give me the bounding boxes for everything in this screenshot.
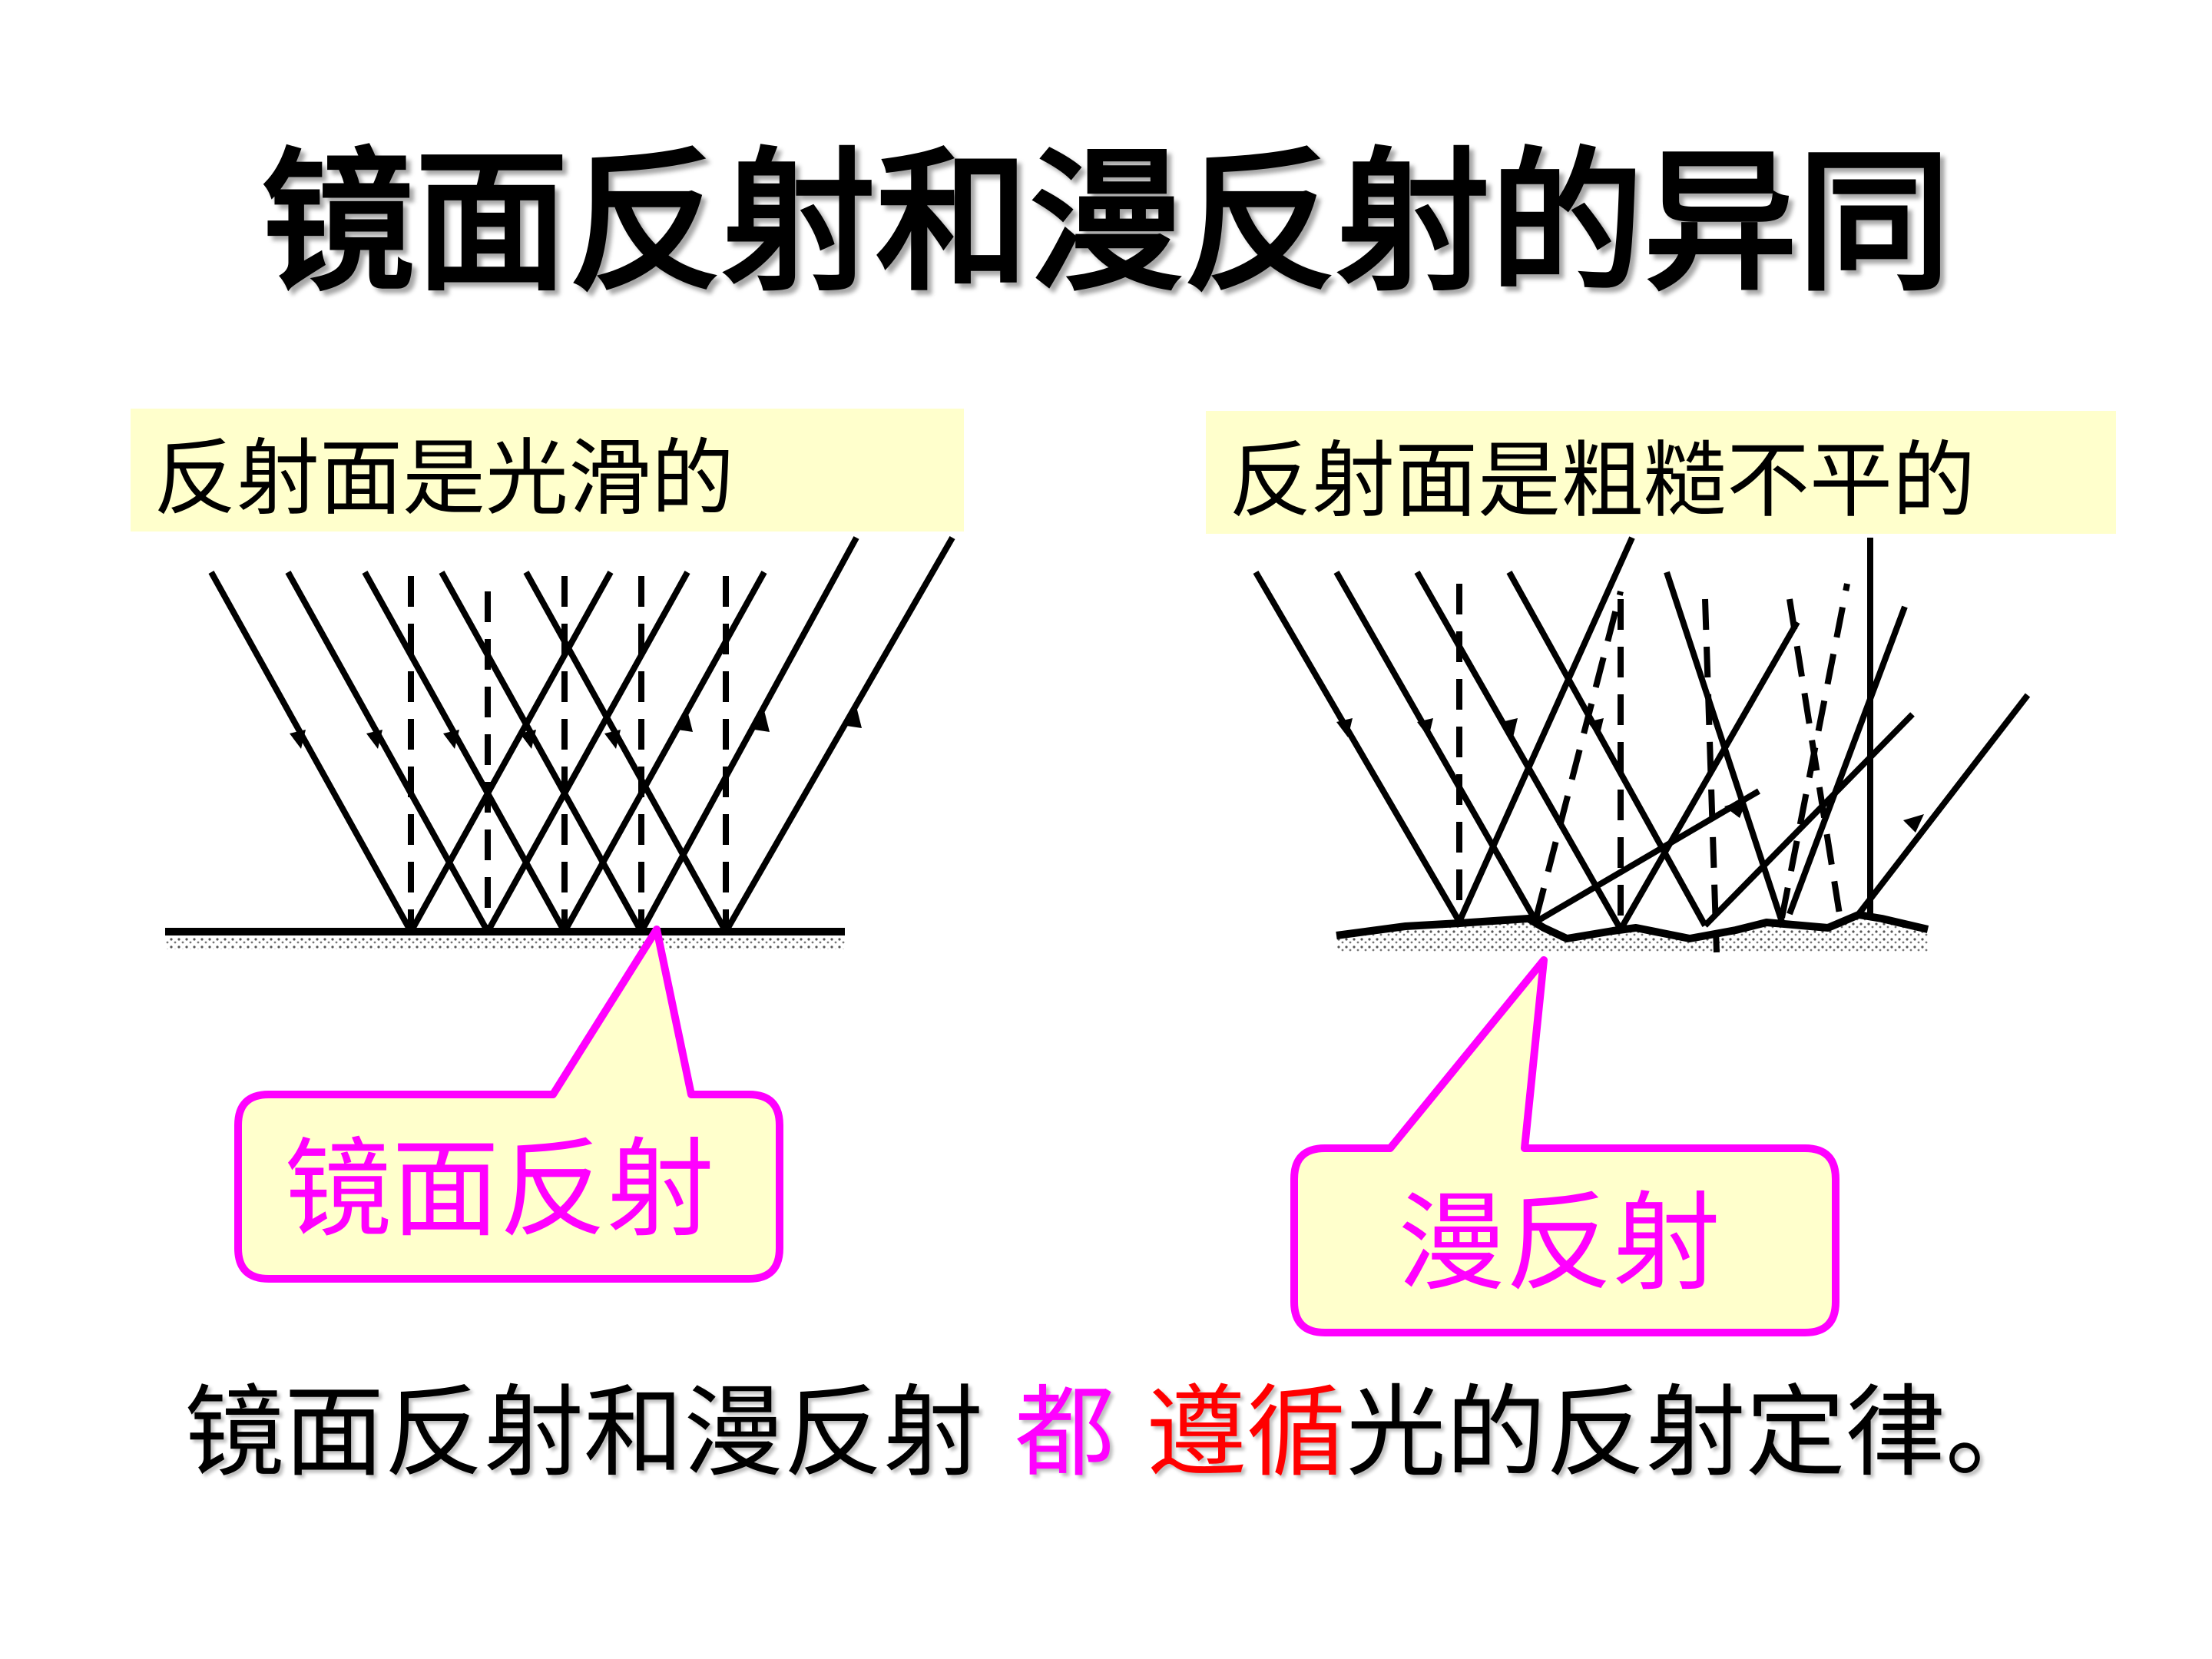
specular-diagram <box>165 536 955 949</box>
ray-arrows <box>290 707 862 749</box>
rough-surface-label: 反射面是粗糙不平的 <box>1206 411 2116 534</box>
diffuse-callout-bubble <box>1290 956 1839 1336</box>
specular-callout-bubble <box>234 926 783 1283</box>
diffuse-diagram <box>1253 536 2031 953</box>
smooth-surface-texture <box>165 937 845 949</box>
conclusion-highlight-both: 都 <box>1015 1374 1115 1491</box>
reflected-rays <box>1456 536 2031 931</box>
ray-arrows <box>1336 718 1924 833</box>
page-title: 镜面反射和漫反射的异同 <box>260 132 1951 313</box>
diffuse-reflection-callout: 漫反射 <box>1398 1181 1721 1306</box>
normal-lines <box>408 576 729 926</box>
conclusion-space <box>1114 1374 1146 1491</box>
rough-surface <box>1336 911 1929 942</box>
normal-lines <box>1456 583 1850 953</box>
specular-reflection-callout: 镜面反射 <box>284 1128 715 1253</box>
rough-surface-texture <box>1336 918 1928 952</box>
conclusion-highlight-follow: 遵循 <box>1146 1374 1346 1491</box>
conclusion-text: 镜面反射和漫反射 都 遵循光的反射定律。 <box>184 1382 2045 1482</box>
incident-rays <box>208 571 729 933</box>
conclusion-part-2: 光的反射定律。 <box>1346 1374 2045 1491</box>
smooth-surface-label: 反射面是光滑的 <box>131 409 964 531</box>
conclusion-part-1: 镜面反射和漫反射 <box>184 1374 1015 1491</box>
reflected-rays <box>408 536 955 933</box>
